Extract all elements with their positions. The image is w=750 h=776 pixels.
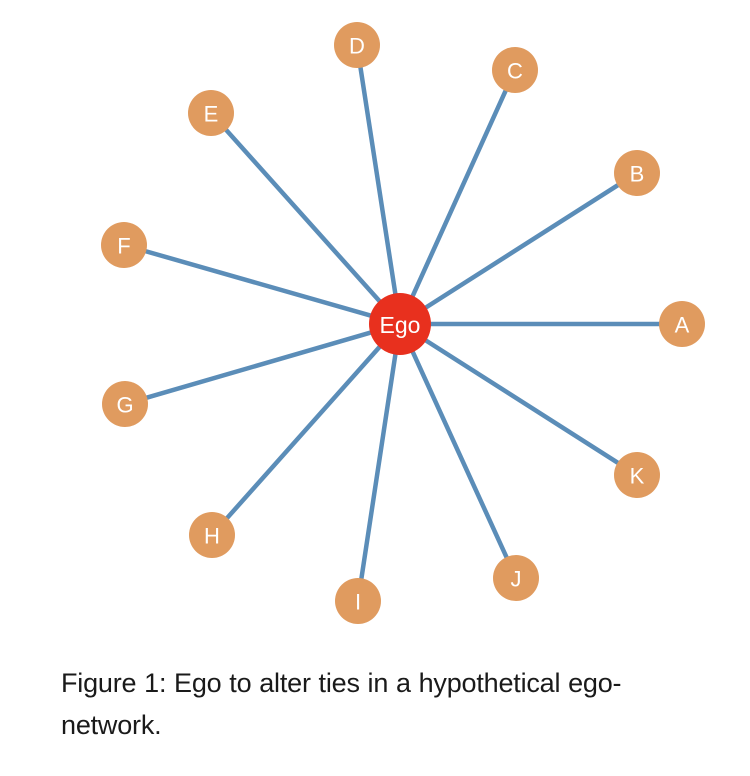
edge-ego-c [408, 85, 510, 302]
edges-group [140, 61, 666, 585]
alter-node-j[interactable]: J [493, 555, 539, 601]
alter-node-label-g: G [116, 393, 133, 418]
alter-node-label-e: E [204, 102, 219, 127]
alter-node-b[interactable]: B [614, 150, 660, 196]
edge-ego-k [420, 336, 624, 468]
alter-node-label-d: D [349, 34, 365, 59]
edge-ego-f [140, 247, 377, 319]
alter-node-circle-f[interactable] [101, 222, 147, 268]
alter-node-circle-g[interactable] [102, 381, 148, 427]
edge-ego-i [358, 348, 399, 585]
edge-ego-e [221, 124, 385, 307]
alter-node-c[interactable]: C [492, 47, 538, 93]
ego-network-diagram: A B C D E F G H I J K Ego [101, 22, 705, 624]
alter-node-g[interactable]: G [102, 381, 148, 427]
alter-node-label-c: C [507, 59, 523, 84]
edge-ego-h [222, 341, 385, 524]
alter-node-label-b: B [630, 162, 645, 187]
alter-node-f[interactable]: F [101, 222, 147, 268]
figure-caption: Figure 1: Ego to alter ties in a hypothe… [61, 668, 622, 740]
ego-node[interactable]: Ego [369, 293, 431, 355]
edge-ego-d [357, 61, 399, 300]
alter-node-circle-h[interactable] [189, 512, 235, 558]
alter-node-d[interactable]: D [334, 22, 380, 68]
alter-node-i[interactable]: I [335, 578, 381, 624]
alter-node-label-j: J [511, 567, 522, 592]
edge-ego-b [420, 180, 624, 312]
alter-node-circle-b[interactable] [614, 150, 660, 196]
nodes-group: A B C D E F G H I J K Ego [101, 22, 705, 624]
edge-ego-g [140, 329, 377, 401]
alter-node-circle-i[interactable] [335, 578, 381, 624]
edge-ego-j [408, 346, 511, 563]
alter-node-k[interactable]: K [614, 452, 660, 498]
alter-node-label-f: F [117, 234, 130, 259]
alter-node-circle-e[interactable] [188, 90, 234, 136]
alter-node-label-i: I [355, 590, 361, 615]
alter-node-label-k: K [630, 464, 645, 489]
alter-node-e[interactable]: E [188, 90, 234, 136]
alter-node-label-a: A [675, 313, 690, 338]
alter-node-label-h: H [204, 524, 220, 549]
alter-node-circle-d[interactable] [334, 22, 380, 68]
ego-node-circle[interactable] [369, 293, 431, 355]
alter-node-circle-k[interactable] [614, 452, 660, 498]
alter-node-circle-a[interactable] [659, 301, 705, 347]
alter-node-a[interactable]: A [659, 301, 705, 347]
alter-node-circle-c[interactable] [492, 47, 538, 93]
alter-node-circle-j[interactable] [493, 555, 539, 601]
ego-node-label: Ego [380, 312, 421, 338]
alter-node-h[interactable]: H [189, 512, 235, 558]
